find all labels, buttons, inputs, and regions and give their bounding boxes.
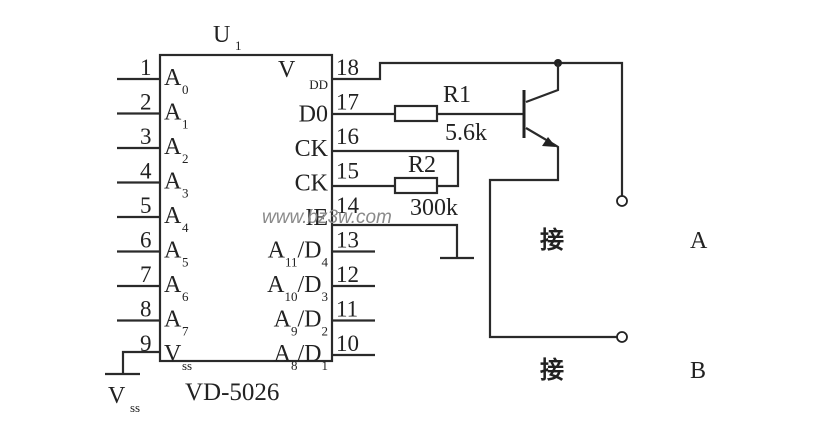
pin-15-number: 15 [336, 159, 359, 184]
pin-3-number: 3 [140, 124, 152, 149]
pin-1-number: 1 [140, 55, 152, 80]
terminal-b-prefix: 接 [540, 356, 564, 384]
pin-12-number: 12 [336, 262, 359, 287]
pin-5-name: A [164, 203, 182, 229]
pin-1-name: A [164, 65, 182, 91]
pin-9-name-sub: ss [182, 358, 192, 373]
terminal-a-prefix: 接 [540, 226, 564, 254]
pin-16-number: 16 [336, 124, 359, 149]
watermark: www.bz3w.com [262, 207, 392, 228]
vdd-rail [332, 61, 624, 196]
pin-14-name: IE [305, 205, 328, 231]
r2-ref: R2 [408, 152, 436, 178]
pin-16-name: CK [295, 136, 329, 162]
pin-2-name-sub: 1 [182, 117, 189, 132]
pin-13-number: 13 [336, 228, 359, 253]
vss-wire [121, 350, 160, 374]
transistor-emitter-wire [488, 127, 617, 339]
pin-7-name: A [164, 272, 182, 298]
pin-18-name: V [278, 57, 296, 83]
pin-9-name: V [164, 341, 182, 367]
pin-2-number: 2 [140, 90, 152, 115]
pin-9-number: 9 [140, 331, 152, 356]
pin-11-name: A9/D2 [274, 307, 328, 339]
pin-2-name: A [164, 100, 182, 126]
pin-18-number: 18 [336, 55, 359, 80]
r2-value: 300k [410, 195, 458, 221]
r1-resistor [393, 104, 439, 123]
pin-10-name: A8/D1 [274, 341, 328, 373]
pin-8-name-sub: 7 [182, 324, 189, 339]
pin-6-name: A [164, 238, 182, 264]
vss-label-sub: ss [130, 400, 140, 415]
ic-ref: U [213, 22, 230, 48]
pin-4-name: A [164, 169, 182, 195]
r2-resistor [393, 176, 439, 195]
terminal-a-node[interactable] [616, 195, 628, 207]
pin-5-name-sub: 4 [182, 220, 189, 235]
pin-14-number: 14 [336, 193, 360, 218]
r1-value: 5.6k [445, 120, 487, 146]
pin-11-number: 11 [336, 297, 358, 322]
pin-6-number: 6 [140, 228, 152, 253]
vss-label: V [108, 383, 126, 409]
pin-17-number: 17 [336, 90, 359, 115]
pin-15-name: CK [295, 171, 329, 197]
pin-7-name-sub: 6 [182, 289, 189, 304]
pin-5-number: 5 [140, 193, 152, 218]
terminal-b-node[interactable] [616, 331, 628, 343]
pin-8-number: 8 [140, 297, 152, 322]
pin-7-number: 7 [140, 262, 152, 287]
ic-body [158, 53, 334, 363]
terminal-b-label: B [690, 358, 706, 384]
pin-8-name: A [164, 307, 182, 333]
pin14-ground-wire [332, 223, 459, 258]
pin-1-name-sub: 0 [182, 82, 189, 97]
pin-12-name: A10/D3 [267, 272, 328, 304]
ic-part-number: VD-5026 [185, 379, 279, 406]
pin16-wire [332, 149, 460, 188]
transistor-collector [525, 63, 560, 104]
pin-6-name-sub: 5 [182, 255, 189, 270]
terminal-a-label: A [690, 228, 708, 254]
pin-3-name: A [164, 134, 182, 160]
pin-4-name-sub: 3 [182, 186, 189, 201]
emitter-arrow-icon [542, 137, 556, 147]
pin-10-number: 10 [336, 331, 359, 356]
ic-ref-sub: 1 [235, 38, 242, 53]
pin-4-number: 4 [140, 159, 152, 184]
pin-3-name-sub: 2 [182, 151, 189, 166]
r1-ref: R1 [443, 82, 471, 108]
pin-17-name: D0 [299, 102, 328, 128]
pin-13-name: A11/D4 [268, 238, 329, 270]
pin-18-name-sub: DD [309, 77, 328, 92]
